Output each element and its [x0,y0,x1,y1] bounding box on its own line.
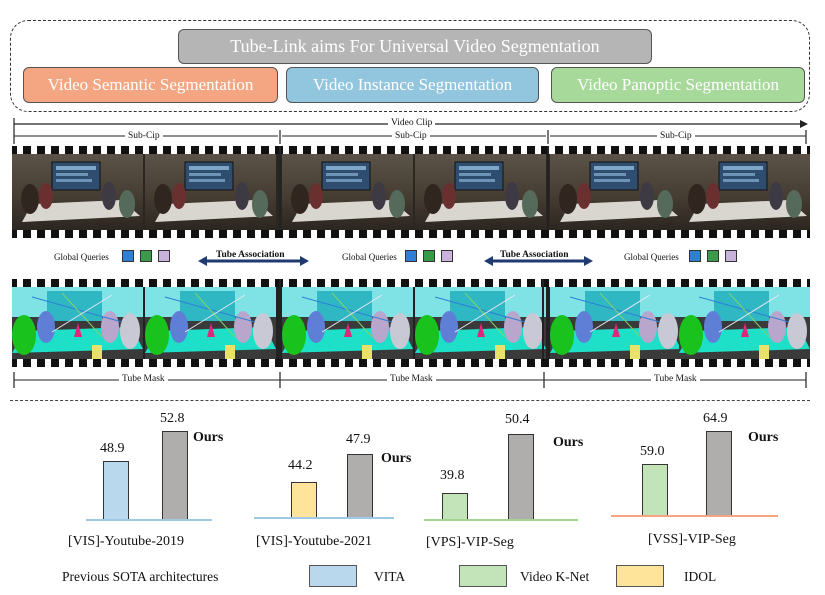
tube-association-label-2: Tube Association [500,250,569,260]
ours-label: Ours [193,430,224,445]
query-box-lavender [441,250,453,262]
ours-label: Ours [748,430,779,445]
global-queries-label-1: Global Queries [54,252,109,262]
value-label: 48.9 [100,441,125,456]
chart-title: [VIS]-Youtube-2019 [68,534,185,549]
tube-mask-label-2: Tube Mask [387,374,436,384]
task-panoptic-segmentation: Video Panoptic Segmentation [551,67,805,103]
film-perforation-top [12,146,810,154]
query-box-lavender [725,250,737,262]
header-dashed-frame [10,20,810,112]
baseline [424,519,578,521]
ours-label: Ours [553,435,584,450]
main-title: Tube-Link aims For Universal Video Segme… [178,29,652,64]
bar-ours [706,431,732,516]
legend-label-vita: VITA [374,569,406,584]
query-box-green [423,250,435,262]
legend-label-video-knet: Video K-Net [520,569,590,584]
value-label: 39.8 [440,468,465,483]
legend-swatch-video-knet [459,565,507,587]
value-label: 64.9 [703,411,728,426]
tube-mask-image [12,286,811,360]
tube-association-arrows [198,256,593,266]
task-instance-segmentation: Video Instance Segmentation [286,67,539,103]
baseline [86,519,212,521]
value-label: 52.8 [160,411,185,426]
task-semantic-segmentation: Video Semantic Segmentation [23,67,278,103]
legend-title: Previous SOTA architectures [62,569,219,584]
chart-title: [VIS]-Youtube-2021 [256,534,373,549]
query-box-green [707,250,719,262]
tube-mask-label-3: Tube Mask [651,374,700,384]
query-box-blue [122,250,134,262]
sub-clip-label-3: Sub-Cip [657,131,695,141]
chart-title: [VSS]-VIP-Seg [648,532,736,547]
bar-video-knet [442,493,468,520]
film-perforation-bottom [12,230,810,238]
query-box-blue [689,250,701,262]
section-divider [10,400,810,401]
bar-vita [103,461,129,520]
global-queries-label-2: Global Queries [342,252,397,262]
tube-mask-label-1: Tube Mask [119,374,168,384]
mask-perforation-bottom [12,359,810,367]
bar-ours [508,434,534,520]
ours-label: Ours [381,451,412,466]
baseline [611,515,778,517]
tube-association-label-1: Tube Association [216,250,285,260]
clip-divider [542,279,544,367]
bar-idol [291,482,317,518]
video-frames-image [12,153,811,231]
bar-ours [347,454,373,518]
video-frames-strip [12,153,811,231]
query-box-green [140,250,152,262]
mask-perforation-top [12,279,810,287]
sub-clip-label-2: Sub-Cip [392,131,430,141]
tube-mask-strip [12,286,811,360]
query-box-lavender [158,250,170,262]
value-label: 50.4 [505,412,530,427]
baseline [254,517,394,519]
legend-swatch-idol [616,565,664,587]
video-clip-label: Video Clip [388,118,436,128]
value-label: 44.2 [288,458,313,473]
chart-title: [VPS]-VIP-Seg [426,535,514,550]
bar-ours [162,431,188,520]
query-box-blue [405,250,417,262]
clip-divider [279,146,281,238]
bar-video-knet [642,464,668,516]
clip-divider [547,146,549,238]
global-queries-label-3: Global Queries [624,252,679,262]
legend-swatch-vita [309,565,357,587]
sub-clip-label-1: Sub-Cip [125,131,163,141]
value-label: 47.9 [346,432,371,447]
legend-label-idol: IDOL [684,569,717,584]
clip-divider [279,279,281,367]
value-label: 59.0 [640,444,665,459]
